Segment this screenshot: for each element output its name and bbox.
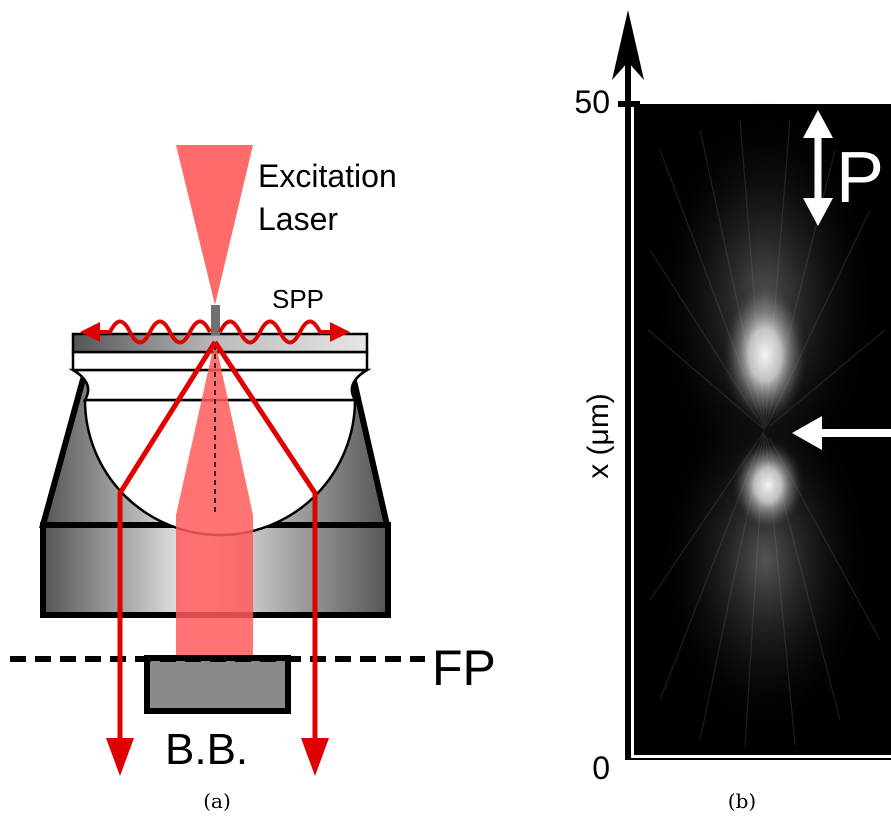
spp-arrowhead-left: [80, 322, 100, 342]
nanostructure-dot: [764, 426, 776, 438]
nanostructure: [211, 305, 220, 335]
polarization-arrowhead-down: [803, 198, 833, 226]
spp-label: SPP: [272, 284, 324, 314]
x-axis-arrowhead: [612, 10, 644, 80]
caption-a: (a): [203, 789, 231, 813]
excitation-label: Excitation: [258, 158, 397, 194]
leakage-ray-left: [117, 340, 218, 745]
axis-label: x (μm): [582, 393, 615, 479]
polarization-arrowhead-up: [803, 110, 833, 138]
panel-a: Excitation Laser SPP FP B.B. (a): [10, 145, 496, 813]
tick-label-50: 50: [574, 84, 610, 120]
beam-block: [144, 655, 291, 714]
bb-label: B.B.: [165, 725, 248, 774]
spp-arrowhead-right: [330, 322, 350, 342]
pointer-arrowhead: [792, 416, 822, 450]
transmitted-beam-column: [176, 515, 253, 658]
ray-arrowhead-left: [106, 738, 134, 776]
spp-wave-right: [218, 319, 334, 345]
leakage-rays: [117, 340, 318, 745]
ray-arrowhead-right: [301, 738, 329, 776]
tick-label-0: 0: [592, 750, 610, 786]
laser-label: Laser: [258, 201, 338, 237]
polarization-label: P: [836, 138, 884, 218]
glow-bright-top: [720, 280, 810, 430]
excitation-laser-cone: [176, 145, 253, 305]
fp-label: FP: [432, 640, 496, 696]
leakage-ray-right: [212, 340, 318, 745]
glow-wide-bottom: [655, 380, 875, 740]
glow-bright-bottom: [730, 437, 806, 533]
spp-wave-left: [96, 319, 212, 345]
caption-b: (b): [728, 789, 756, 813]
panel-b: P 50 0 x (μm) (b): [574, 10, 891, 813]
